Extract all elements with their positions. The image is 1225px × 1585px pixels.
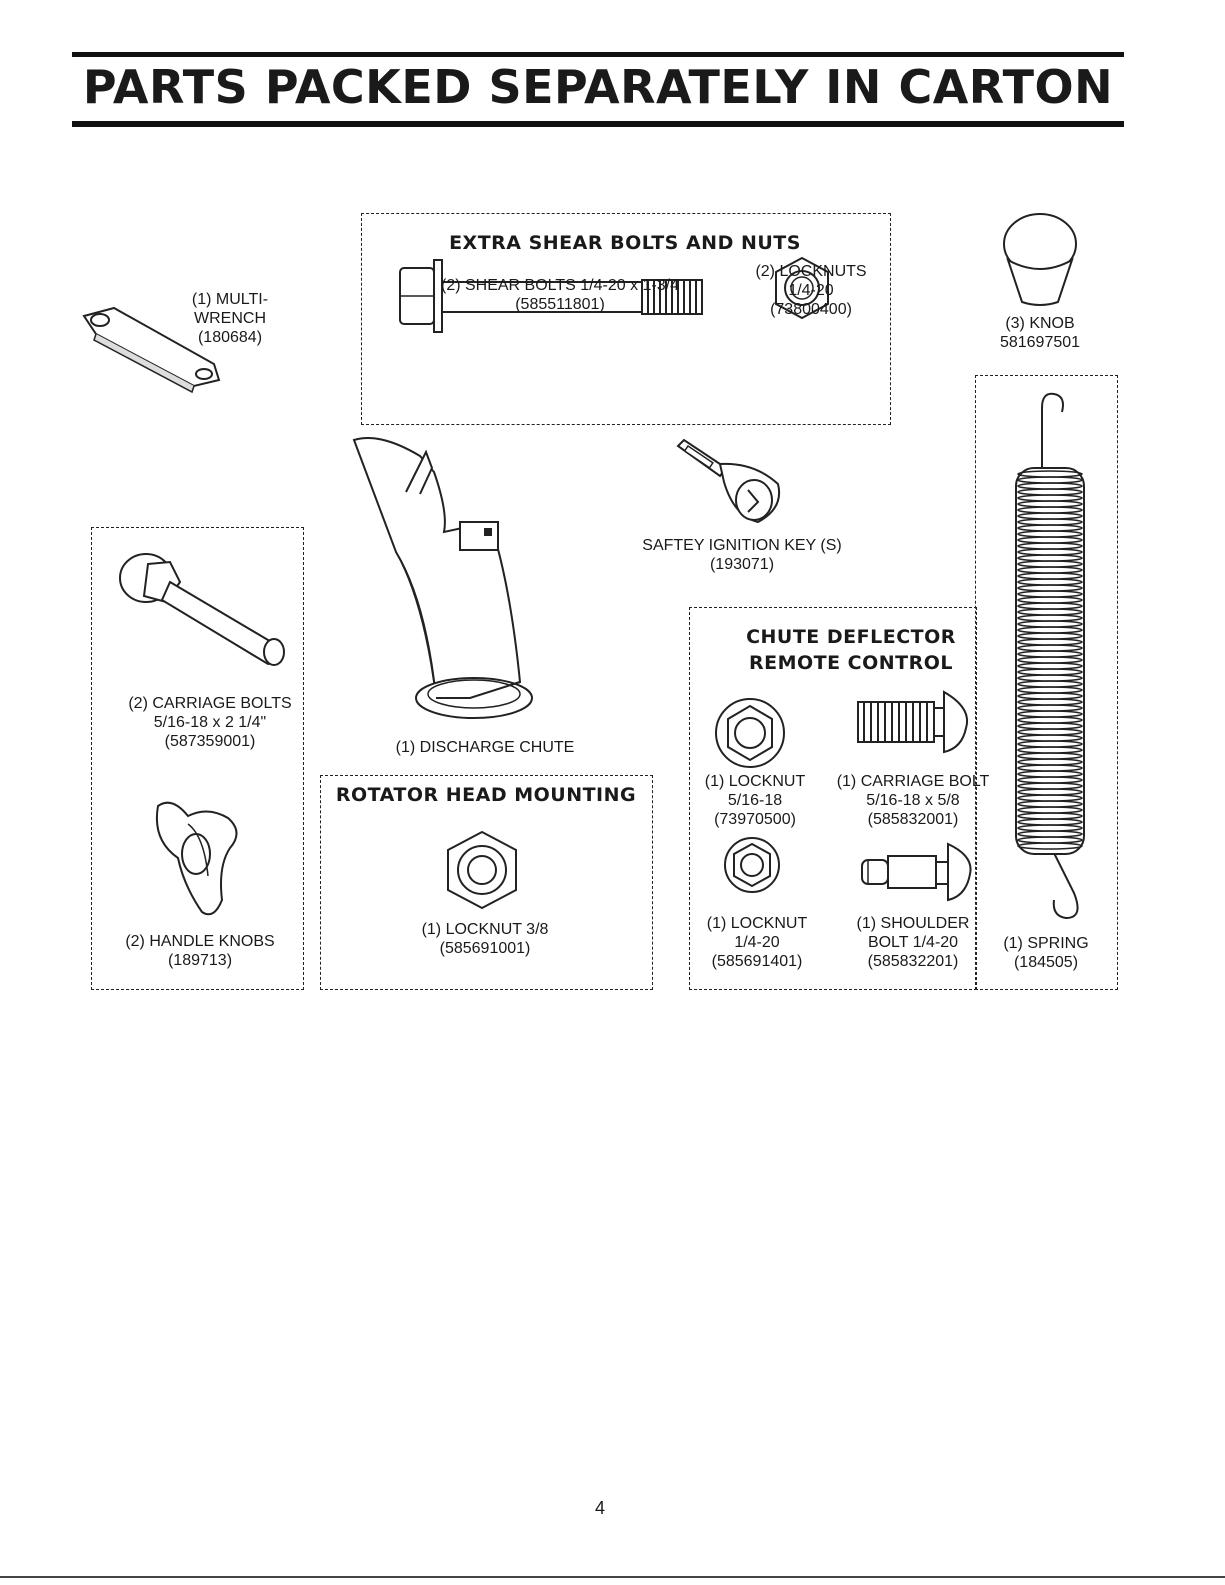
spring-group-box [975, 375, 1118, 990]
page-number: 4 [594, 1498, 605, 1518]
chute-deflector-group-box [689, 607, 977, 990]
cd-carriage-bolt-icon [857, 690, 968, 754]
rotator-header: ROTATOR HEAD MOUNTING [335, 784, 637, 806]
shear-bolts-label: (2) SHEAR BOLTS 1/4-20 x 1-3/4 (58551180… [440, 277, 679, 313]
cd-locknut-516-icon [715, 698, 785, 768]
shoulder-bolt-icon [861, 842, 972, 902]
handle-knobs-label: (2) HANDLE KNOBS (189713) [125, 933, 275, 969]
shear-locknut-icon [775, 256, 829, 320]
rotator-locknut-icon [447, 830, 517, 910]
spring-label: (1) SPRING (184505) [1003, 935, 1089, 971]
carriage-handle-group-box [91, 527, 304, 990]
carriage-bolts-label: (2) CARRIAGE BOLTS 5/16-18 x 2 1/4" (587… [128, 695, 292, 750]
title-rule-bottom [72, 121, 1124, 127]
extra-shear-group-box [361, 213, 891, 425]
cd-carriage-bolt-label: (1) CARRIAGE BOLT 5/16-18 x 5/8 (5858320… [836, 773, 990, 828]
spring-coil [1017, 842, 1083, 850]
cd-locknut-516-label: (1) LOCKNUT 5/16-18 (73970500) [704, 773, 806, 828]
shoulder-bolt-label: (1) SHOULDER BOLT 1/4-20 (585832201) [856, 915, 970, 970]
ignition-key-label: SAFTEY IGNITION KEY (S) (193071) [642, 537, 842, 573]
carriage-bolt-icon [119, 553, 285, 666]
discharge-chute-label: (1) DISCHARGE CHUTE [395, 739, 575, 756]
knob-label: (3) KNOB 581697501 [999, 315, 1081, 351]
extra-shear-header: EXTRA SHEAR BOLTS AND NUTS [449, 232, 801, 254]
bottom-edge-line [0, 1576, 1225, 1578]
multi-wrench-icon [82, 306, 221, 394]
chute-deflector-header: CHUTE DEFLECTOR REMOTE CONTROL [746, 626, 956, 674]
knob-icon [1003, 213, 1077, 306]
ignition-key-icon [676, 438, 780, 524]
rotator-locknut-label: (1) LOCKNUT 3/8 (585691001) [421, 921, 549, 957]
handle-knob-icon [156, 801, 238, 916]
cd-locknut-14-label: (1) LOCKNUT 1/4-20 (585691401) [706, 915, 808, 970]
cd-locknut-14-icon [724, 837, 780, 893]
multi-wrench-label: (1) MULTI- WRENCH (180684) [191, 291, 269, 346]
spring-icon [1015, 392, 1085, 920]
spring-coils [1017, 470, 1083, 850]
page-title: PARTS PACKED SEPARATELY IN CARTON [82, 60, 1114, 114]
title-rule-top [72, 52, 1124, 57]
shear-locknuts-label: (2) LOCKNUTS 1/4-20 (73800400) [755, 263, 867, 318]
discharge-chute-icon [352, 437, 533, 719]
rotator-group-box [320, 775, 653, 990]
shear-bolt-icon [399, 259, 703, 333]
